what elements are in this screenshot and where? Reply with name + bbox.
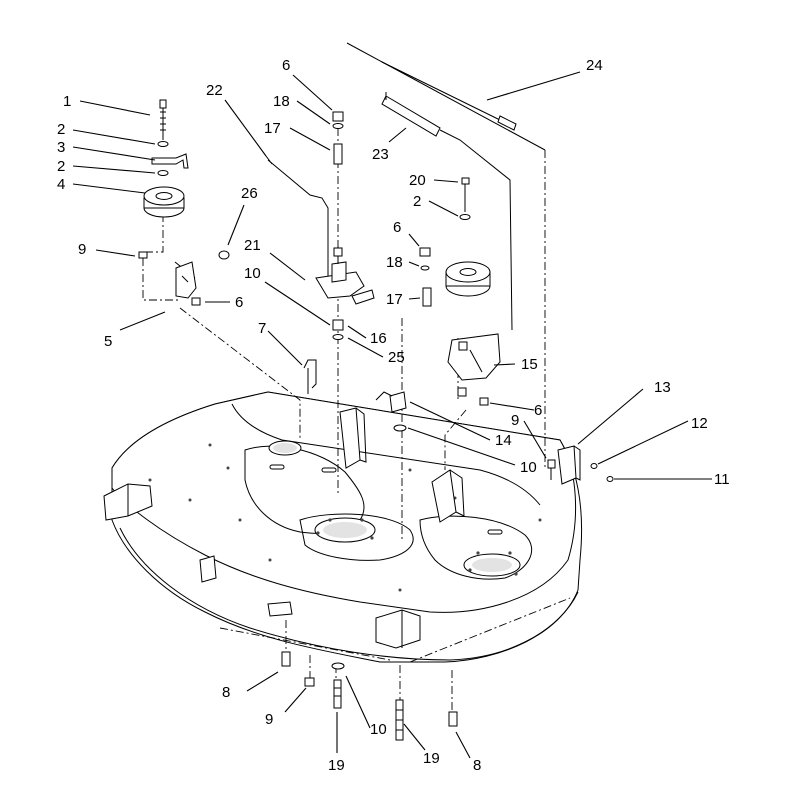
mower-deck-housing (103, 391, 583, 663)
callout-18: 18 (386, 254, 403, 271)
right-idler-assembly (375, 61, 517, 432)
callout-6: 6 (282, 57, 290, 74)
callout-17: 17 (386, 291, 403, 308)
callout-8: 8 (222, 684, 230, 701)
callout-12: 12 (691, 415, 708, 432)
bottom-fasteners (281, 651, 458, 741)
callout-6: 6 (235, 294, 243, 311)
callout-8: 8 (473, 757, 481, 774)
callout-14: 14 (495, 432, 512, 449)
callout-25: 25 (388, 349, 405, 366)
callout-18: 18 (273, 93, 290, 110)
callout-20: 20 (409, 172, 426, 189)
callout-15: 15 (521, 356, 538, 373)
callout-2: 2 (57, 158, 65, 175)
callout-21: 21 (244, 237, 261, 254)
callout-19: 19 (328, 757, 345, 774)
callout-9: 9 (265, 711, 273, 728)
callout-6: 6 (393, 219, 401, 236)
callout-26: 26 (241, 185, 258, 202)
callout-23: 23 (372, 146, 389, 163)
callout-9: 9 (511, 412, 519, 429)
callout-22: 22 (206, 82, 223, 99)
callout-7: 7 (258, 320, 266, 337)
leader-lines (72, 71, 712, 759)
callout-13: 13 (654, 379, 671, 396)
callout-11: 11 (714, 471, 730, 488)
callout-4: 4 (57, 176, 65, 193)
callout-19: 19 (423, 750, 440, 767)
callout-5: 5 (104, 333, 112, 350)
callout-labels: 1 2 3 2 4 9 5 6 26 22 6 18 17 23 24 20 2… (57, 57, 730, 774)
right-side-bracket (547, 445, 614, 485)
center-spindle-assembly (265, 111, 375, 394)
callout-24: 24 (586, 57, 603, 74)
callout-1: 1 (63, 93, 71, 110)
callout-2: 2 (413, 193, 421, 210)
callout-3: 3 (57, 139, 65, 156)
callout-16: 16 (370, 330, 387, 347)
callout-9: 9 (78, 241, 86, 258)
callout-10: 10 (370, 721, 387, 738)
callout-2: 2 (57, 121, 65, 138)
callout-17: 17 (264, 120, 281, 137)
callout-10: 10 (244, 265, 261, 282)
left-idler-assembly (138, 99, 230, 306)
callout-10: 10 (520, 459, 537, 476)
callout-6: 6 (534, 402, 542, 419)
